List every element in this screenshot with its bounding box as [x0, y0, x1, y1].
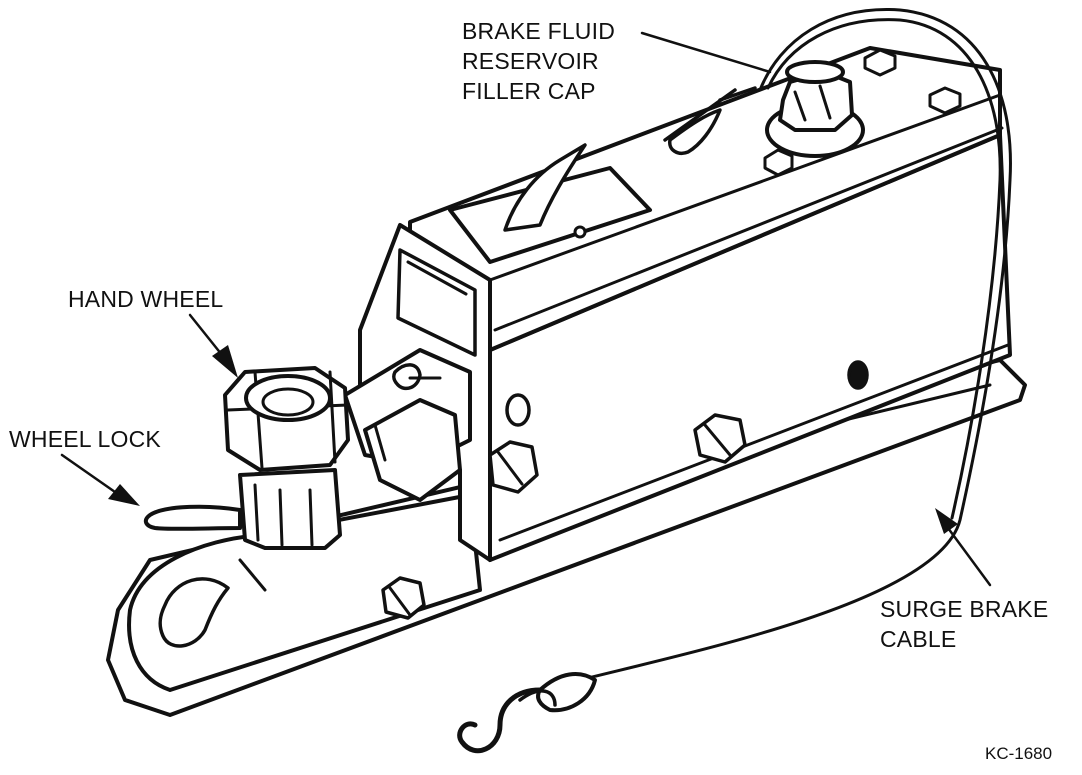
wheel-lock [143, 504, 242, 531]
callout-line: FILLER CAP [462, 78, 596, 104]
coupler-linkage [343, 348, 472, 502]
callout-line: WHEEL LOCK [9, 426, 161, 452]
wheel-lock-callout: WHEEL LOCK [9, 424, 161, 454]
surge-cable-callout: SURGE BRAKE CABLE [880, 594, 1048, 654]
filler-cap [765, 60, 865, 158]
safety-hook [457, 672, 597, 754]
leader-lines [60, 31, 992, 587]
side-bolts [381, 360, 869, 620]
callout-line: SURGE BRAKE [880, 596, 1049, 622]
top-bolts [573, 48, 962, 239]
coupler-socket [127, 493, 482, 692]
hand-wheel [223, 366, 350, 550]
brake-fluid-callout: BRAKE FLUID RESERVOIR FILLER CAP [462, 16, 615, 106]
callout-line: BRAKE FLUID [462, 18, 616, 44]
figure-id: KC-1680 [985, 744, 1053, 763]
callout-line: CABLE [880, 626, 957, 652]
callout-line: RESERVOIR [462, 48, 599, 74]
surge-brake-cable [578, 8, 1012, 682]
top-handle [448, 86, 757, 264]
callout-line: HAND WHEEL [68, 286, 224, 312]
hand-wheel-callout: HAND WHEEL [68, 284, 223, 314]
